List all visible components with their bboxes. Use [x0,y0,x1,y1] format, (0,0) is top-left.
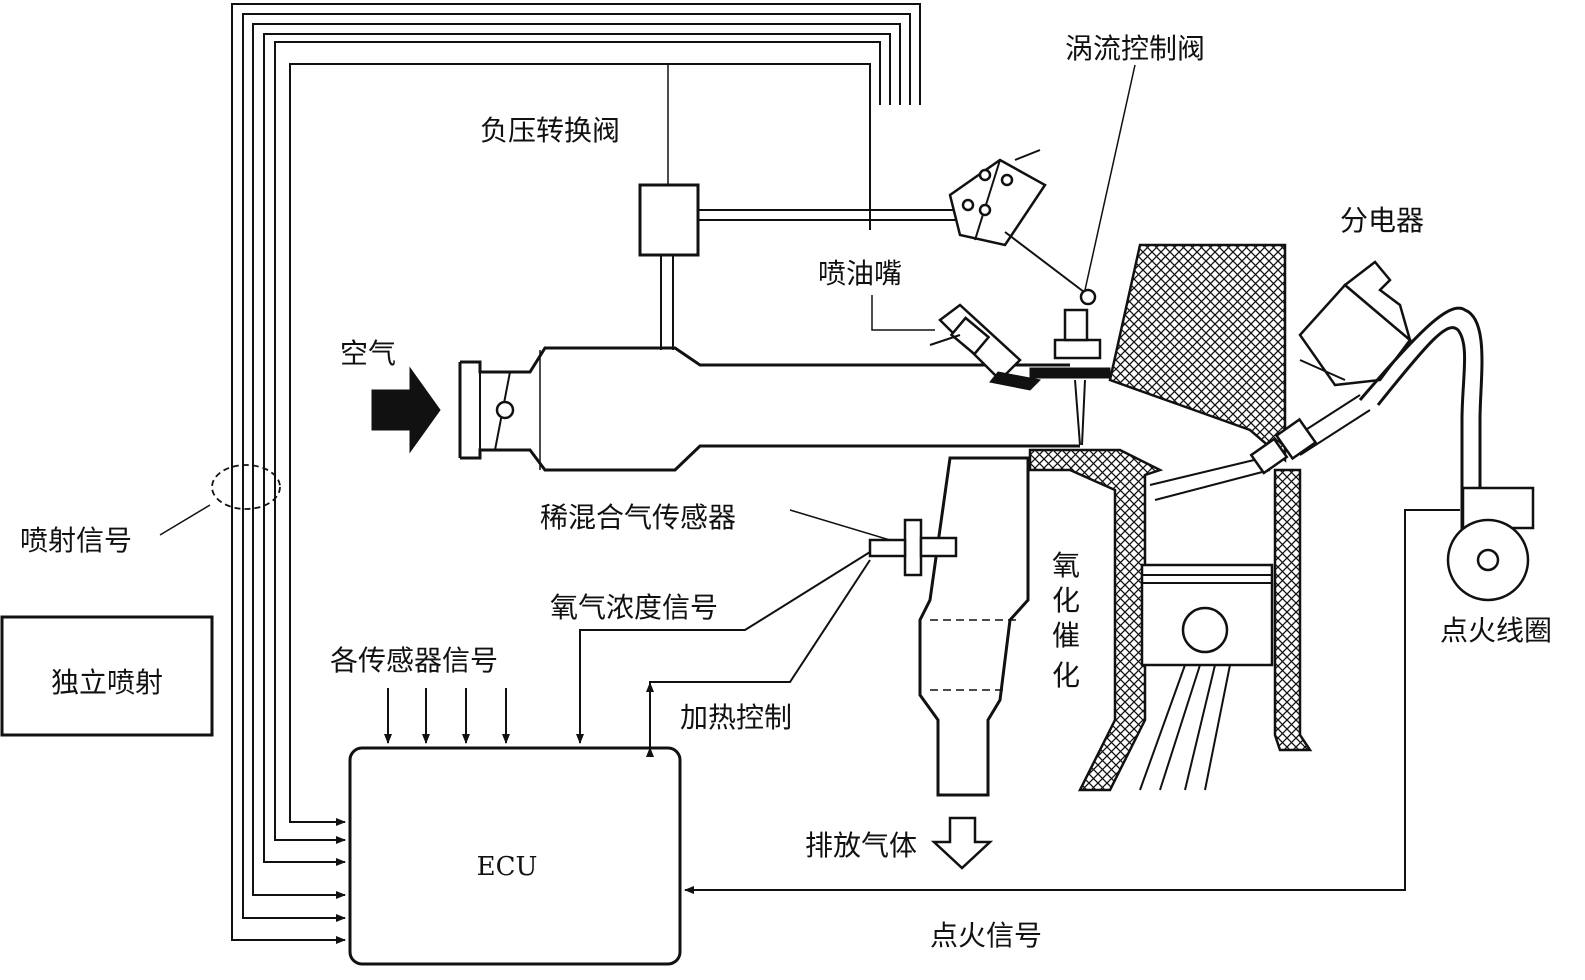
sensor-signals-label: 各传感器信号 [330,644,498,677]
independent-injection-box: 独立喷射 [0,615,214,737]
fuel-injector: 喷油嘴 [818,257,1042,391]
cylinder-head [1029,243,1287,463]
oxidation-catalyst-label: 氧 化 催 化 [1052,549,1080,692]
exhaust-label: 排放气体 [805,829,917,862]
ignition-coil-label: 点火线圈 [1440,614,1552,647]
swirl-control-valve: 涡流控制阀 [948,32,1205,306]
sensor-signal-arrows: 各传感器信号 [330,644,510,744]
oxygen-signal-line: 氧气浓度信号 [550,551,871,744]
svg-text:氧: 氧 [1052,549,1080,582]
independent-injection-label: 独立喷射 [51,666,163,699]
ignition-signal-label: 点火信号 [930,919,1042,952]
air-flow-arrow [371,366,441,454]
svg-text:催: 催 [1052,619,1080,652]
svg-text:化: 化 [1052,584,1080,617]
vacuum-valve-label: 负压转换阀 [480,114,620,147]
distributor: 分电器 [1249,204,1484,545]
ecu-box: ECU [348,746,682,966]
exhaust-gas: 排放气体 [805,816,994,870]
oxygen-signal-label: 氧气浓度信号 [550,591,718,624]
ignition-coil: 点火线圈 [1440,486,1552,647]
injector-label: 喷油嘴 [818,257,902,290]
lean-sensor-label: 稀混合气传感器 [540,501,736,534]
swirl-valve-label: 涡流控制阀 [1065,32,1205,65]
ecu-label: ECU [477,852,538,882]
heater-control-label: 加热控制 [680,701,792,734]
exhaust-pipe: 稀混合气传感器 [540,456,1030,797]
injection-signal-label: 喷射信号 [20,524,132,557]
heater-control-line: 加热控制 [646,559,871,757]
distributor-label: 分电器 [1340,204,1424,237]
svg-text:化: 化 [1052,659,1080,692]
air-label: 空气 [340,337,396,370]
injection-signal-wires: 喷射信号 [20,3,921,944]
ignition-signal-wire: 点火信号 [684,509,1460,952]
vacuum-switching-valve: 负压转换阀 [480,64,960,350]
intake-manifold: 空气 [340,337,1080,472]
